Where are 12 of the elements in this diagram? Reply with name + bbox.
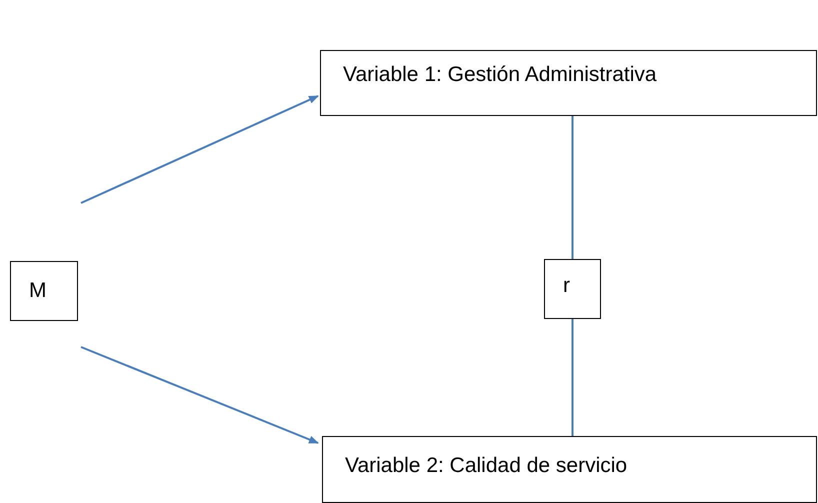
text-box: [10, 261, 78, 321]
node-label: Variable 2: Calidad de servicio: [345, 454, 628, 478]
arrow: [80, 95, 319, 204]
text-box: [322, 436, 817, 503]
node-label: Variable 1: Gestión Administrativa: [343, 63, 657, 87]
text-box: [544, 259, 601, 319]
connector-line: [572, 319, 574, 436]
node-label: r: [563, 274, 570, 298]
text-box: [320, 50, 817, 116]
node-label: M: [29, 279, 46, 303]
connector-line: [572, 116, 574, 259]
arrow: [80, 346, 319, 444]
